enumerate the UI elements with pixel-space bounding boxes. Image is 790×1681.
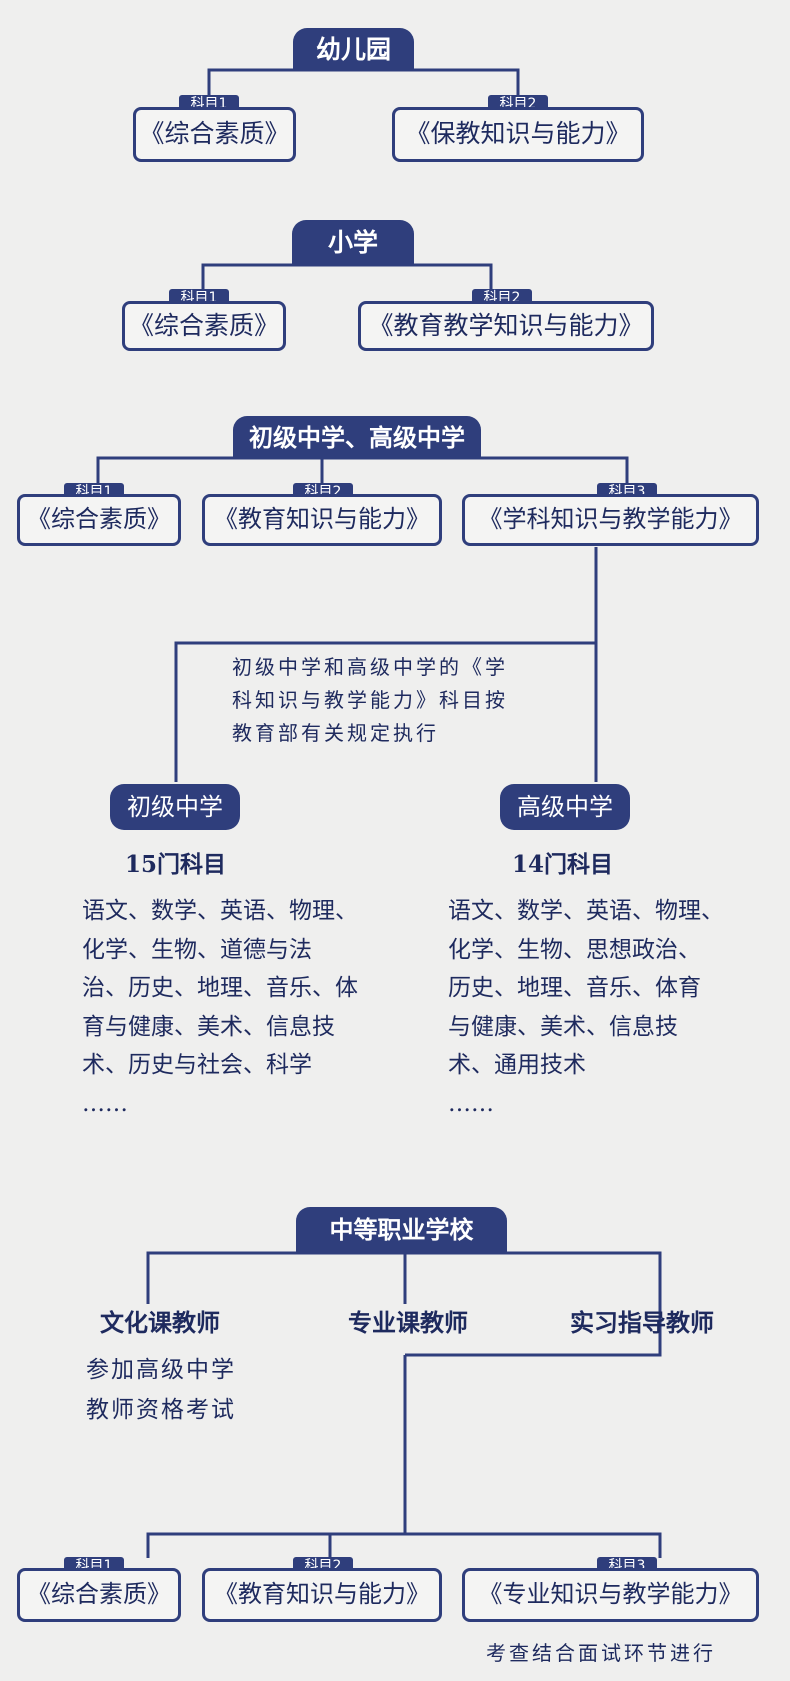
senior-header: 高级中学 [500,784,630,830]
culture-note-line: 教师资格考试 [86,1397,236,1423]
senior-list-line: 化学、生物、思想政治、 [448,936,701,963]
kindergarten-header: 幼儿园 [293,28,414,71]
vocational-footer-note: 考查结合面试环节进行 [486,1641,716,1665]
junior-list-line: …… [82,1090,128,1117]
junior-list-line: 术、历史与社会、科学 [82,1052,312,1078]
secondary-subject2-box: 《教育知识与能力》 [202,494,442,546]
connector-secondary [96,456,629,484]
connector-kindergarten [207,68,520,97]
junior-count: 15门科目 [125,851,227,878]
culture-note-line: 参加高级中学 [86,1357,236,1383]
junior-list-line: 治、历史、地理、音乐、体 [82,975,358,1001]
senior-list-line: 与健康、美术、信息技 [448,1013,678,1040]
vocational-category-culture: 文化课教师 [100,1308,220,1337]
secondary-subject3-box: 《学科知识与教学能力》 [462,494,759,546]
vocational-subject3-box: 《专业知识与教学能力》 [462,1568,759,1622]
senior-list-line: …… [448,1090,494,1117]
kindergarten-subject1-box: 《综合素质》 [133,107,296,162]
kindergarten-subject2-box: 《保教知识与能力》 [392,107,644,162]
vocational-header: 中等职业学校 [296,1207,507,1253]
connector-vocational-merge [405,1304,662,1357]
senior-list-line: 语文、数学、英语、物理、 [448,898,724,924]
connector-primary [201,263,493,291]
junior-list-line: 化学、生物、道德与法 [82,936,312,963]
connector-junior-senior [174,641,596,782]
junior-header: 初级中学 [110,784,240,830]
vocational-category-practice: 实习指导教师 [570,1308,714,1337]
junior-list-line: 语文、数学、英语、物理、 [82,898,358,924]
junior-subject-list: 语文、数学、英语、物理、 化学、生物、道德与法 治、历史、地理、音乐、体 育与健… [82,892,382,1123]
vocational-subject1-box: 《综合素质》 [17,1568,181,1622]
secondary-note-line: 科知识与教学能力》科目按 [232,688,508,712]
connector-vocational-subjects [146,1532,662,1558]
secondary-header: 初级中学、高级中学 [233,416,481,459]
senior-subject-list: 语文、数学、英语、物理、 化学、生物、思想政治、 历史、地理、音乐、体育 与健康… [448,892,748,1123]
secondary-note-line: 教育部有关规定执行 [232,721,439,745]
primary-subject1-box: 《综合素质》 [122,301,286,351]
vocational-category-professional: 专业课教师 [348,1308,468,1337]
senior-count: 14门科目 [512,851,614,878]
vocational-subject2-box: 《教育知识与能力》 [202,1568,442,1622]
primary-header: 小学 [292,220,414,265]
vocational-culture-note: 参加高级中学 教师资格考试 [86,1350,236,1430]
secondary-note-line: 初级中学和高级中学的《学 [232,655,508,679]
junior-list-line: 育与健康、美术、信息技 [82,1013,335,1040]
senior-list-line: 历史、地理、音乐、体育 [448,975,701,1001]
secondary-subject1-box: 《综合素质》 [17,494,181,546]
primary-subject2-box: 《教育教学知识与能力》 [358,301,654,351]
secondary-note: 初级中学和高级中学的《学 科知识与教学能力》科目按 教育部有关规定执行 [232,651,612,750]
senior-list-line: 术、通用技术 [448,1052,586,1078]
